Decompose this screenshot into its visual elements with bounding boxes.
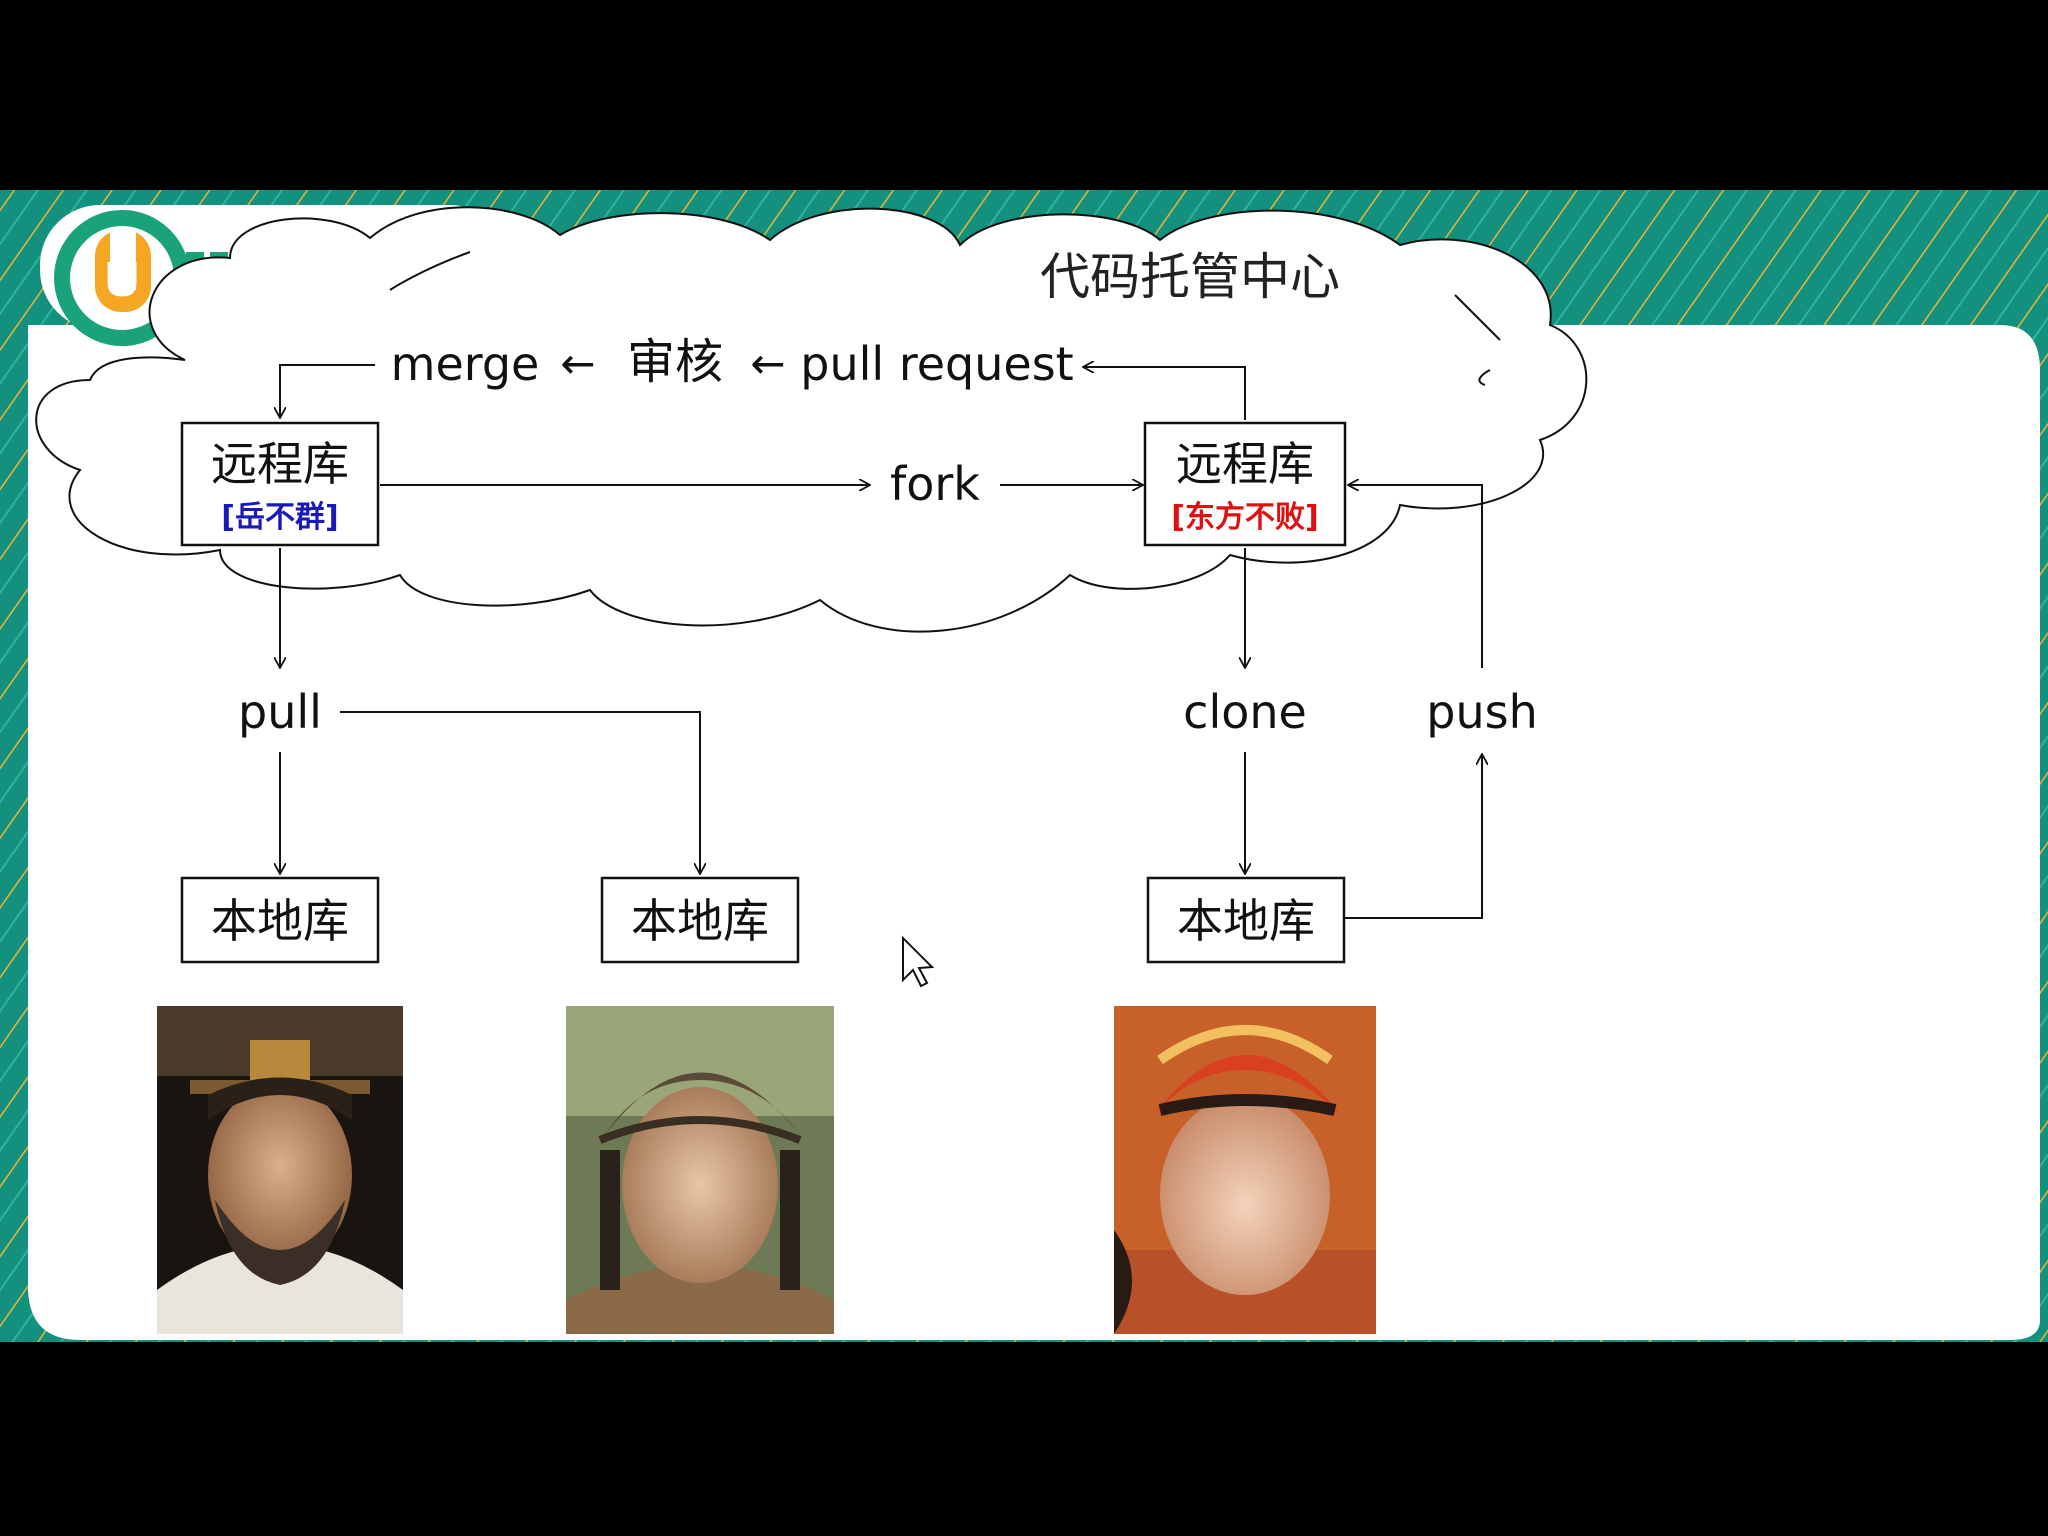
portrait-middle-disciple xyxy=(566,1006,834,1334)
push-arrow-up xyxy=(1345,754,1482,919)
remote-right-title: 远程库 xyxy=(1176,437,1314,491)
local-repo-3-label: 本地库 xyxy=(1177,894,1315,948)
mouse-cursor-icon xyxy=(902,935,935,988)
label-push: push xyxy=(1426,685,1537,739)
pr-arrow xyxy=(1083,367,1246,420)
label-fork: fork xyxy=(890,457,980,511)
logo-letter: U xyxy=(103,253,140,307)
arrow-left-1: ← xyxy=(560,339,595,388)
local-repo-2-label: 本地库 xyxy=(631,894,769,948)
label-clone: clone xyxy=(1183,685,1307,739)
arrow-left-2: ← xyxy=(750,339,785,388)
label-pull: pull xyxy=(238,685,322,739)
remote-right-owner: [东方不败] xyxy=(1171,500,1318,535)
remote-left-title: 远程库 xyxy=(211,437,349,491)
portrait-left-master xyxy=(157,1006,403,1334)
portrait-right-warrior xyxy=(1114,1006,1376,1334)
label-merge: merge xyxy=(391,337,540,391)
remote-repo-right: 远程库 [东方不败] xyxy=(1143,421,1347,547)
cloud-title: 代码托管中心 xyxy=(1040,248,1340,306)
connectors xyxy=(280,364,1483,919)
label-review: 审核 xyxy=(627,334,723,390)
pull-arrow-out-right xyxy=(340,711,700,874)
label-pull-request: pull request xyxy=(800,337,1073,391)
merge-arrow xyxy=(280,364,375,418)
push-arrow-remote xyxy=(1348,485,1483,668)
remote-left-owner: [岳不群] xyxy=(221,500,338,535)
local-repo-2: 本地库 xyxy=(600,876,800,964)
remote-repo-left: 远程库 [岳不群] xyxy=(180,421,380,547)
local-repo-1-label: 本地库 xyxy=(211,894,349,948)
local-repo-3: 本地库 xyxy=(1146,876,1346,964)
local-repo-1: 本地库 xyxy=(180,876,380,964)
